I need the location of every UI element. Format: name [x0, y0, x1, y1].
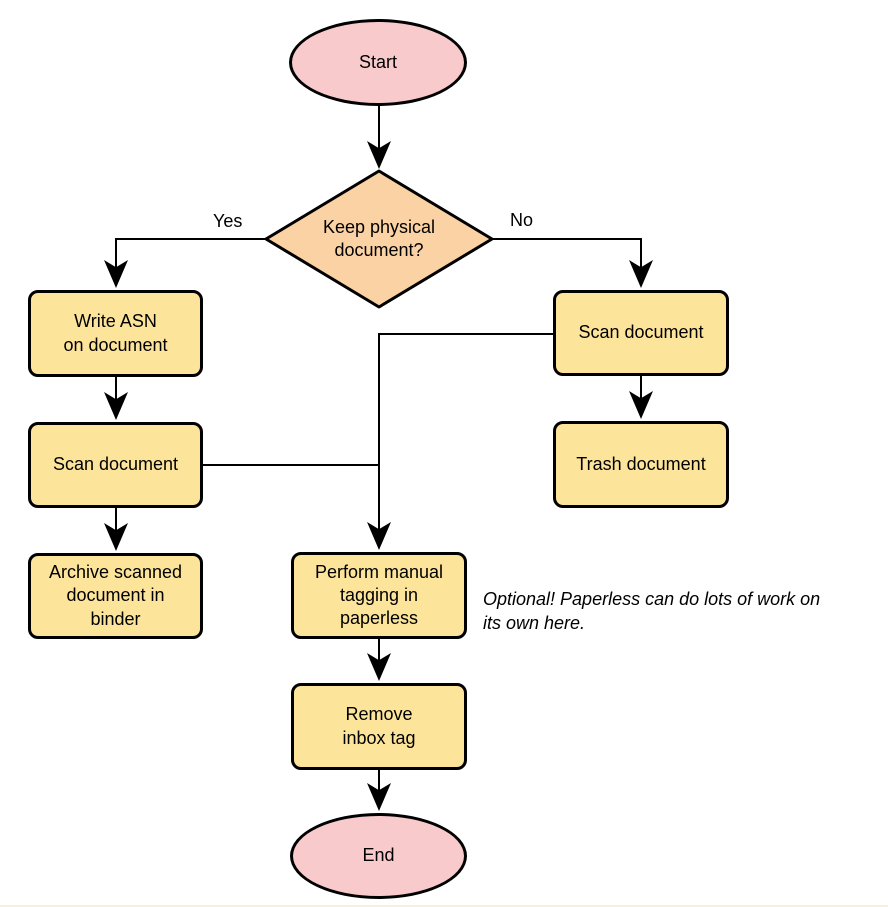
node-scan-document-left-label: Scan document — [52, 454, 179, 475]
node-archive-binder-label: Archive scanned document in binder — [48, 562, 183, 629]
node-decision-label: Keep physical document? — [322, 216, 436, 260]
node-perform-tagging: Perform manual tagging in paperless — [291, 552, 467, 639]
edge-label-no: No — [508, 210, 536, 231]
node-start: Start — [289, 19, 467, 106]
node-perform-tagging-label: Perform manual tagging in paperless — [314, 561, 444, 629]
node-end-label: End — [362, 845, 395, 866]
edge-label-yes: Yes — [211, 211, 245, 232]
node-write-asn: Write ASN on document — [28, 290, 203, 377]
decision-diamond-shape — [264, 169, 494, 309]
node-trash-document: Trash document — [553, 421, 729, 508]
edge-decision-no-to-scan-right — [492, 238, 653, 288]
node-remove-inbox-tag-label: Remove inbox tag — [342, 704, 416, 748]
node-scan-document-left: Scan document — [28, 422, 203, 508]
node-scan-document-right: Scan document — [553, 290, 729, 376]
node-end: End — [290, 813, 467, 899]
node-write-asn-label: Write ASN on document — [63, 311, 168, 355]
optional-note: Optional! Paperless can do lots of work … — [483, 589, 821, 633]
bottom-edge-line — [0, 905, 888, 907]
node-trash-document-label: Trash document — [576, 453, 706, 474]
node-decision-keep-physical: Keep physical document? — [279, 195, 479, 283]
edge-decision-yes-to-write-asn — [104, 238, 266, 288]
edge-scan-right-to-perform-tagging — [367, 333, 553, 550]
node-scan-document-right-label: Scan document — [578, 322, 704, 343]
node-remove-inbox-tag: Remove inbox tag — [291, 683, 467, 770]
node-start-label: Start — [358, 51, 397, 72]
node-archive-binder: Archive scanned document in binder — [28, 553, 203, 639]
